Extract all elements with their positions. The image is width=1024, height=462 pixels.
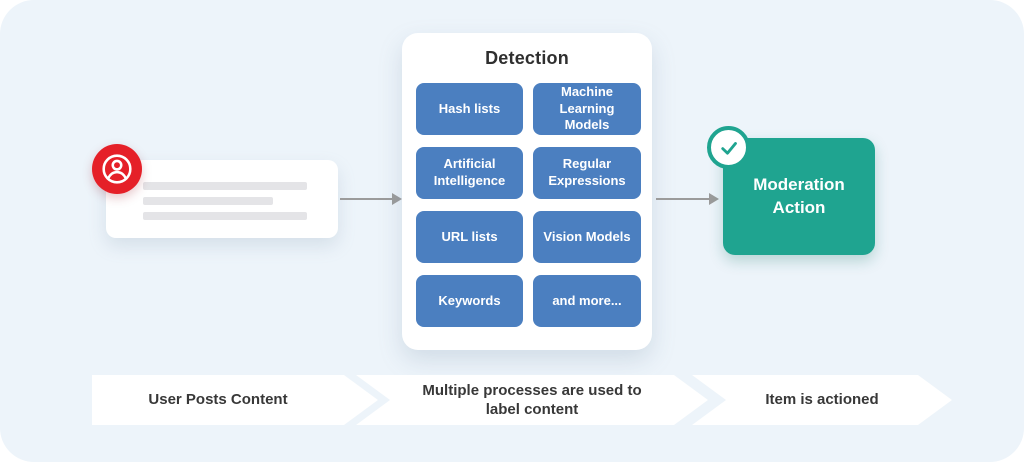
user-post-card: [106, 160, 338, 238]
method-vision-models: Vision Models: [533, 211, 641, 263]
step-banner-label-content: Multiple processes are used to label con…: [356, 375, 708, 425]
check-icon: [716, 135, 742, 161]
step-banner-user-posts-content: User Posts Content: [92, 375, 378, 425]
arrowhead-icon: [392, 193, 402, 205]
moderation-action-box: Moderation Action: [723, 138, 875, 255]
method-regular-expressions: Regular Expressions: [533, 147, 641, 199]
method-machine-learning-models: Machine Learning Models: [533, 83, 641, 135]
step-label: Item is actioned: [765, 391, 879, 409]
detection-panel: Detection Hash lists Machine Learning Mo…: [402, 33, 652, 350]
method-keywords: Keywords: [416, 275, 523, 327]
post-text-line: [143, 197, 273, 205]
detection-method-grid: Hash lists Machine Learning Models Artif…: [416, 83, 641, 327]
step-label: User Posts Content: [148, 391, 288, 409]
method-artificial-intelligence: Artificial Intelligence: [416, 147, 523, 199]
detection-title: Detection: [485, 48, 569, 68]
method-url-lists: URL lists: [416, 211, 523, 263]
flow-arrow-detection-to-action: [656, 198, 710, 200]
user-icon: [100, 152, 134, 186]
user-avatar-badge: [92, 144, 142, 194]
step-banner-item-actioned: Item is actioned: [692, 375, 952, 425]
post-text-line: [143, 182, 307, 190]
post-text-line: [143, 212, 307, 220]
method-hash-lists: Hash lists: [416, 83, 523, 135]
arrowhead-icon: [709, 193, 719, 205]
flow-arrow-post-to-detection: [340, 198, 393, 200]
method-and-more: and more...: [533, 275, 641, 327]
step-label: Multiple processes are used to label con…: [422, 381, 642, 418]
success-check-badge: [707, 126, 750, 169]
